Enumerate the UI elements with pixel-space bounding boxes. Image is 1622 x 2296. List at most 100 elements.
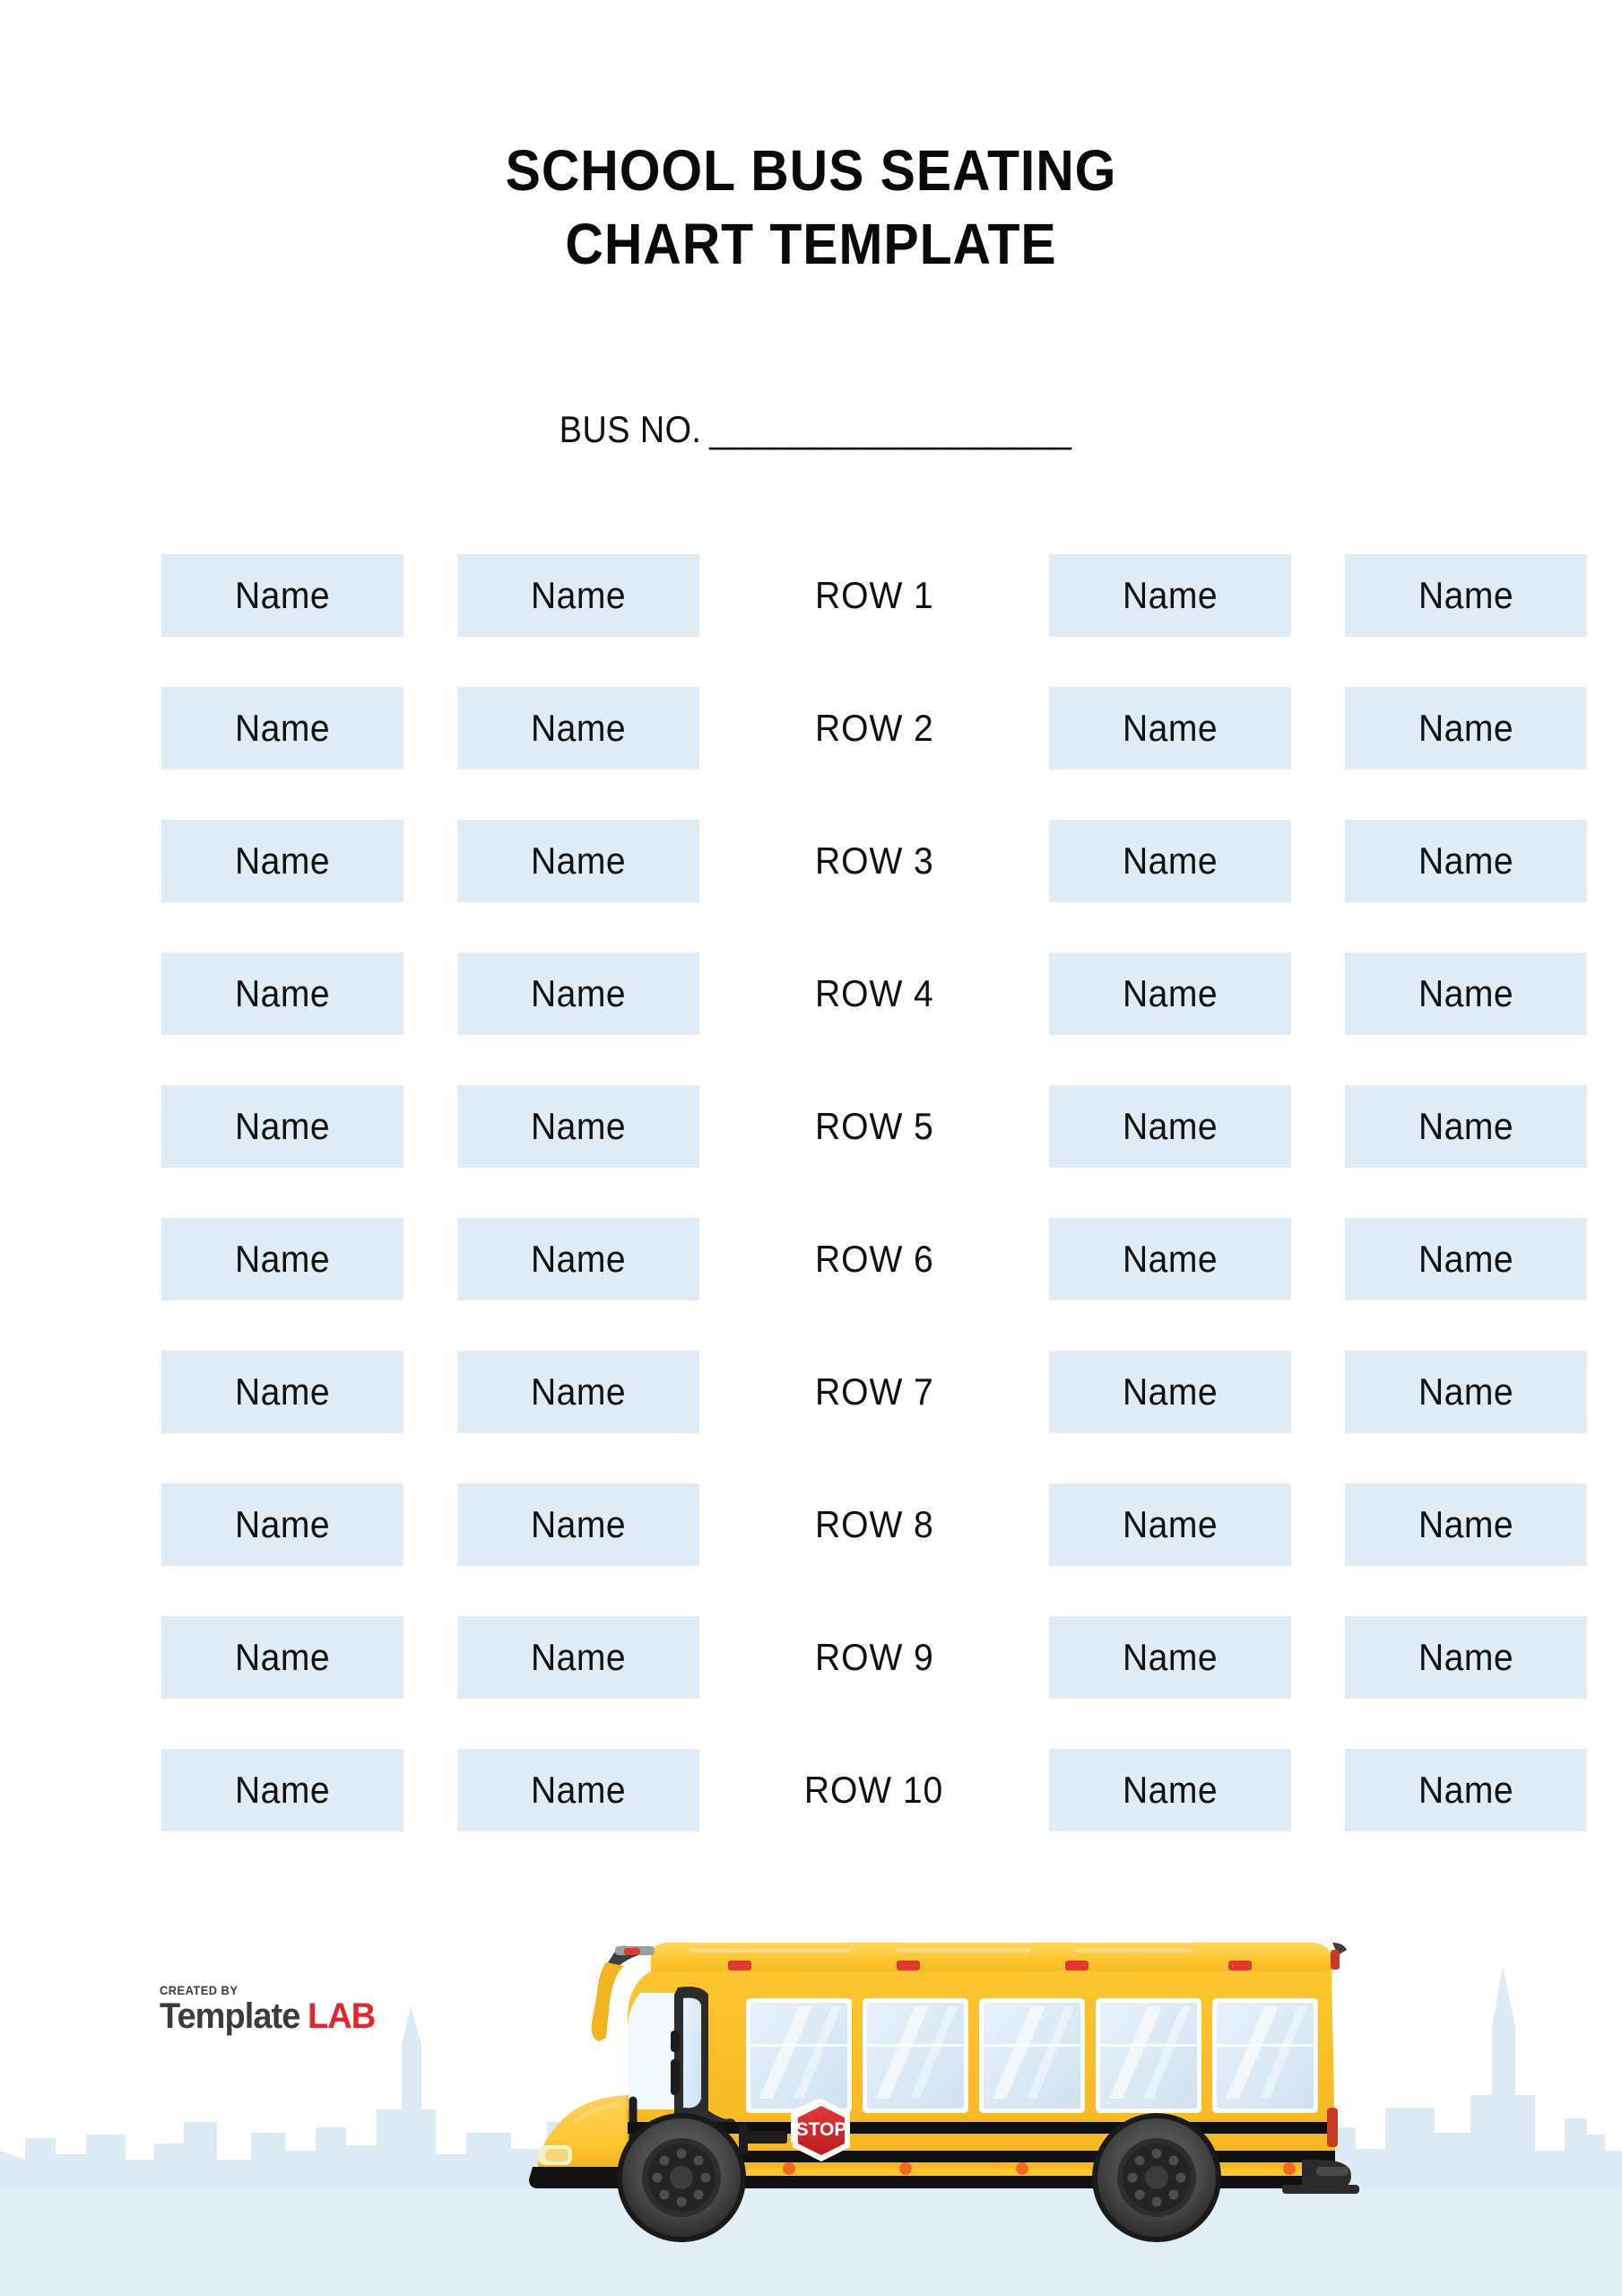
- logo-brand-template: Template: [160, 1996, 300, 2036]
- seat-box[interactable]: Name: [1049, 1616, 1291, 1699]
- bus-illustration: STOP: [0, 1919, 1622, 2296]
- school-bus-icon: STOP: [529, 1943, 1359, 2242]
- row-label: ROW 8: [753, 1483, 995, 1566]
- seat-box[interactable]: Name: [457, 820, 699, 902]
- seat-label: Name: [530, 972, 627, 1014]
- row-label-text: ROW 1: [814, 574, 934, 616]
- seat-box[interactable]: Name: [161, 1085, 403, 1168]
- seat-label: Name: [234, 574, 331, 616]
- seat-label: Name: [234, 839, 331, 882]
- seat-label: Name: [1122, 1636, 1219, 1678]
- seat-box[interactable]: Name: [457, 687, 699, 770]
- seat-box[interactable]: Name: [1345, 687, 1587, 770]
- seat-label: Name: [530, 1769, 627, 1811]
- seat-label: Name: [1418, 1238, 1514, 1280]
- seat-box[interactable]: Name: [161, 1483, 403, 1566]
- row-label: ROW 6: [753, 1218, 995, 1300]
- seat-box[interactable]: Name: [1345, 1351, 1587, 1433]
- seat-box[interactable]: Name: [1345, 554, 1587, 637]
- seat-box[interactable]: Name: [457, 952, 699, 1035]
- seat-box[interactable]: Name: [161, 687, 403, 770]
- seat-label: Name: [234, 707, 331, 749]
- seat-box[interactable]: Name: [161, 1218, 403, 1300]
- seat-box[interactable]: Name: [161, 952, 403, 1035]
- row-label-text: ROW 9: [814, 1636, 934, 1678]
- seat-box[interactable]: Name: [1049, 687, 1291, 770]
- logo-created-by: CREATED BY: [160, 1983, 239, 1997]
- row-label-text: ROW 6: [814, 1238, 934, 1280]
- table-row: Name Name ROW 9 Name Name: [161, 1616, 1587, 1699]
- seat-box[interactable]: Name: [1345, 1616, 1587, 1699]
- row-label-text: ROW 7: [814, 1370, 934, 1413]
- seat-label: Name: [530, 574, 627, 616]
- seat-label: Name: [234, 1503, 331, 1545]
- bus-number-blank[interactable]: __________________: [709, 408, 1071, 450]
- seat-box[interactable]: Name: [1049, 554, 1291, 637]
- bus-stripe: [628, 2122, 1335, 2134]
- seat-box[interactable]: Name: [1049, 1085, 1291, 1168]
- seat-box[interactable]: Name: [457, 554, 699, 637]
- seat-label: Name: [1122, 1105, 1219, 1147]
- seat-box[interactable]: Name: [1345, 952, 1587, 1035]
- row-label-text: ROW 4: [814, 972, 934, 1014]
- seat-label: Name: [1418, 1769, 1514, 1811]
- seat-label: Name: [530, 1503, 627, 1545]
- seat-box[interactable]: Name: [1345, 1085, 1587, 1168]
- row-label: ROW 5: [753, 1085, 995, 1168]
- page-title-line-2: CHART TEMPLATE: [565, 211, 1057, 276]
- seat-box[interactable]: Name: [1049, 952, 1291, 1035]
- row-label: ROW 4: [753, 952, 995, 1035]
- stop-sign-icon: STOP: [791, 2099, 850, 2161]
- row-label-text: ROW 10: [804, 1769, 944, 1811]
- table-row: Name Name ROW 4 Name Name: [161, 952, 1587, 1035]
- seat-box[interactable]: Name: [161, 554, 403, 637]
- seat-label: Name: [234, 1238, 331, 1280]
- seat-label: Name: [1418, 1503, 1514, 1545]
- seat-label: Name: [1122, 972, 1219, 1014]
- marker-light: [783, 2162, 795, 2175]
- seat-label: Name: [234, 1105, 331, 1147]
- seat-label: Name: [530, 1238, 627, 1280]
- roof-lamp: [728, 1961, 751, 1970]
- seat-box[interactable]: Name: [161, 1749, 403, 1831]
- table-row: Name Name ROW 7 Name Name: [161, 1351, 1587, 1433]
- seat-box[interactable]: Name: [457, 1749, 699, 1831]
- seat-box[interactable]: Name: [1345, 1483, 1587, 1566]
- seat-box[interactable]: Name: [457, 1085, 699, 1168]
- bus-number-field[interactable]: BUS NO.__________________: [0, 408, 1622, 451]
- seat-box[interactable]: Name: [1049, 1218, 1291, 1300]
- seat-label: Name: [1418, 1370, 1514, 1413]
- table-row: Name Name ROW 8 Name Name: [161, 1483, 1587, 1566]
- row-label: ROW 3: [753, 820, 995, 902]
- seat-box[interactable]: Name: [457, 1616, 699, 1699]
- seat-box[interactable]: Name: [457, 1483, 699, 1566]
- seat-label: Name: [1418, 1636, 1514, 1678]
- seat-box[interactable]: Name: [1049, 1749, 1291, 1831]
- seat-label: Name: [1122, 1769, 1219, 1811]
- seat-box[interactable]: Name: [1345, 1749, 1587, 1831]
- seat-label: Name: [530, 707, 627, 749]
- table-row: Name Name ROW 10 Name Name: [161, 1749, 1587, 1831]
- marker-light: [899, 2162, 912, 2175]
- seat-label: Name: [1418, 707, 1514, 749]
- logo-brand-lab: LAB: [307, 1996, 376, 2036]
- seat-box[interactable]: Name: [457, 1218, 699, 1300]
- seat-label: Name: [1122, 574, 1219, 616]
- row-label: ROW 9: [753, 1616, 995, 1699]
- seat-label: Name: [530, 839, 627, 882]
- rear-wheel: [1092, 2113, 1221, 2242]
- seat-box[interactable]: Name: [1345, 1218, 1587, 1300]
- seat-box[interactable]: Name: [1345, 820, 1587, 902]
- row-label-text: ROW 8: [814, 1503, 934, 1545]
- seat-box[interactable]: Name: [1049, 1483, 1291, 1566]
- seat-box[interactable]: Name: [161, 1351, 403, 1433]
- seat-label: Name: [234, 1370, 331, 1413]
- seat-label: Name: [530, 1636, 627, 1678]
- page-title-line-1: SCHOOL BUS SEATING: [505, 138, 1117, 203]
- seat-box[interactable]: Name: [1049, 820, 1291, 902]
- seat-box[interactable]: Name: [1049, 1351, 1291, 1433]
- seat-box[interactable]: Name: [161, 820, 403, 902]
- seat-box[interactable]: Name: [457, 1351, 699, 1433]
- seat-box[interactable]: Name: [161, 1616, 403, 1699]
